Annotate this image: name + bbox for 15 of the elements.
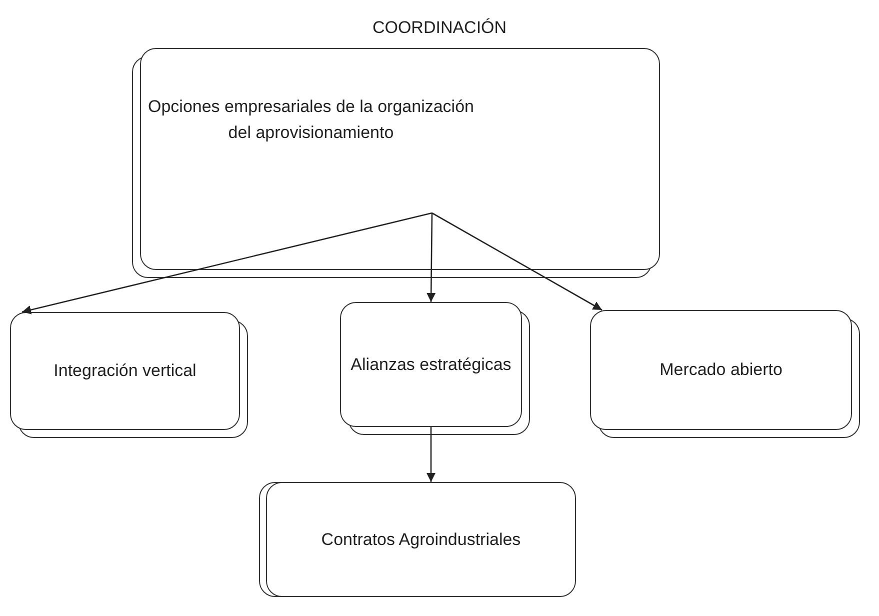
diagram-title: COORDINACIÓN bbox=[371, 18, 508, 38]
arrow bbox=[22, 212, 432, 314]
box-label: Mercado abierto bbox=[660, 359, 782, 382]
rounded-box bbox=[590, 310, 852, 430]
box-label: Opciones empresariales de la organización del aprovisionamiento bbox=[146, 96, 475, 144]
rounded-box bbox=[10, 312, 240, 430]
box-label: Alianzas estratégicas bbox=[350, 354, 512, 376]
arrow bbox=[426, 213, 436, 302]
rounded-box bbox=[266, 482, 576, 597]
arrow bbox=[426, 427, 436, 482]
box-label: Integración vertical bbox=[54, 360, 196, 382]
box-label: Contratos Agroindustriales bbox=[321, 528, 521, 551]
rounded-box bbox=[140, 48, 660, 270]
rounded-box bbox=[340, 302, 522, 427]
arrow bbox=[432, 212, 602, 311]
